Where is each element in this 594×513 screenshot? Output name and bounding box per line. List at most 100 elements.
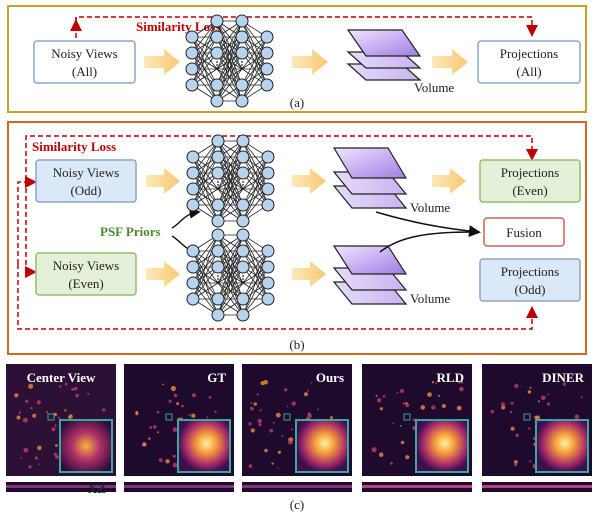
tile-speckle [286,405,289,408]
tile-speckle [281,435,284,438]
tile-speckle [276,467,279,469]
tile-speckle [402,402,406,405]
tile-speckle [514,383,519,389]
nn-node [211,308,225,322]
tile-speckle [55,455,59,459]
nn-edge [217,282,244,316]
tile-speckle [437,394,440,397]
tile-speckle [514,463,518,467]
tile-speckle [32,413,37,418]
tile-inset [535,419,589,473]
nn-edge [192,234,219,284]
panel-b-top-input-line1: Noisy Views [53,165,120,180]
tile-speckle [250,428,255,433]
tile-speckle [249,406,254,411]
nn-edge [216,68,243,102]
tile-speckle [510,426,515,431]
tile-speckle [173,393,178,398]
nn-node [261,292,275,306]
tile-speckle [34,456,39,460]
tile-speckle [284,388,288,392]
panel-b-bottom-input-line1: Noisy Views [53,258,120,273]
nn-edge [216,20,243,70]
nn-edge [192,172,219,206]
nn-node [185,78,199,92]
tile-label: RLD [437,370,464,385]
nn-node [186,276,200,290]
nn-node [236,134,250,148]
tile-speckle [16,415,21,420]
panel-b-psf-label: PSF Priors [100,224,161,239]
tile-speckle [431,381,435,384]
tile-speckle [74,386,78,391]
tile-speckle [509,410,513,414]
xz-strip-band [6,485,116,488]
nn-node [236,260,250,274]
nn-node [236,228,250,242]
nn-edge [242,250,269,300]
tile-speckle [562,382,567,386]
nn-node [236,292,250,306]
nn-edge [242,156,269,206]
nn-edge [241,36,268,102]
nn-edge [241,36,268,86]
panel-b-bottom-input-box [35,252,137,296]
panel-a: Similarity Loss Noisy Views (All) Volume… [7,5,587,113]
tile-speckle [392,422,395,425]
nn-edge [241,68,268,102]
tile-speckle [275,412,281,418]
tile-speckle [54,424,57,427]
tile-speckle [149,426,153,429]
nn-ellipsis-dot [241,67,243,69]
nn-edge [217,234,244,300]
nn-edge [242,250,269,316]
nn-node [235,94,249,108]
nn-node [261,150,275,164]
tile-speckle [38,463,40,466]
tile-speckle [371,447,377,453]
panel-a-arrow-2 [292,49,328,75]
nn-node [261,276,275,290]
nn-node [260,46,274,60]
panel-b-loss-left-path-1 [25,180,37,278]
panel-a-arrow-1 [144,49,180,75]
tile-speckle [400,389,404,393]
panel-b-bottom-volume [332,245,408,305]
tile-speckle [515,433,519,438]
nn-node [236,198,250,212]
nn-node [186,198,200,212]
nn-node [236,150,250,164]
nn-node [235,30,249,44]
tile-speckle [330,416,333,420]
panel-c-xz-label: XZ [88,481,106,496]
panel-b-arrow-top-3 [432,168,466,194]
tile-speckle [547,393,549,396]
nn-node [211,292,225,306]
tile-speckle [162,383,165,386]
tile-label: DINER [542,370,585,385]
panel-b-arrow-top-1 [146,168,180,194]
tile-speckle [382,395,386,398]
nn-node [261,166,275,180]
tile-speckle [168,399,172,403]
tile-roi-marker [283,413,291,421]
nn-edge [242,156,269,222]
nn-node [235,78,249,92]
tile-speckle [87,392,90,395]
panel-a-input-line1: Noisy Views [51,46,118,61]
nn-edge [216,20,243,86]
tile-speckle [272,421,275,424]
panel-b-top-output-line2: (Even) [512,183,547,198]
nn-node [211,166,225,180]
nn-node [236,308,250,322]
tile-roi-marker [403,413,411,421]
nn-edge [192,250,219,300]
tile-speckle [307,413,312,419]
nn-ellipsis-dot [217,281,219,283]
nn-edge [192,140,219,190]
tile-speckle [529,386,532,389]
tile-speckle [20,456,23,459]
tile-inset [415,419,469,473]
nn-node [210,30,224,44]
